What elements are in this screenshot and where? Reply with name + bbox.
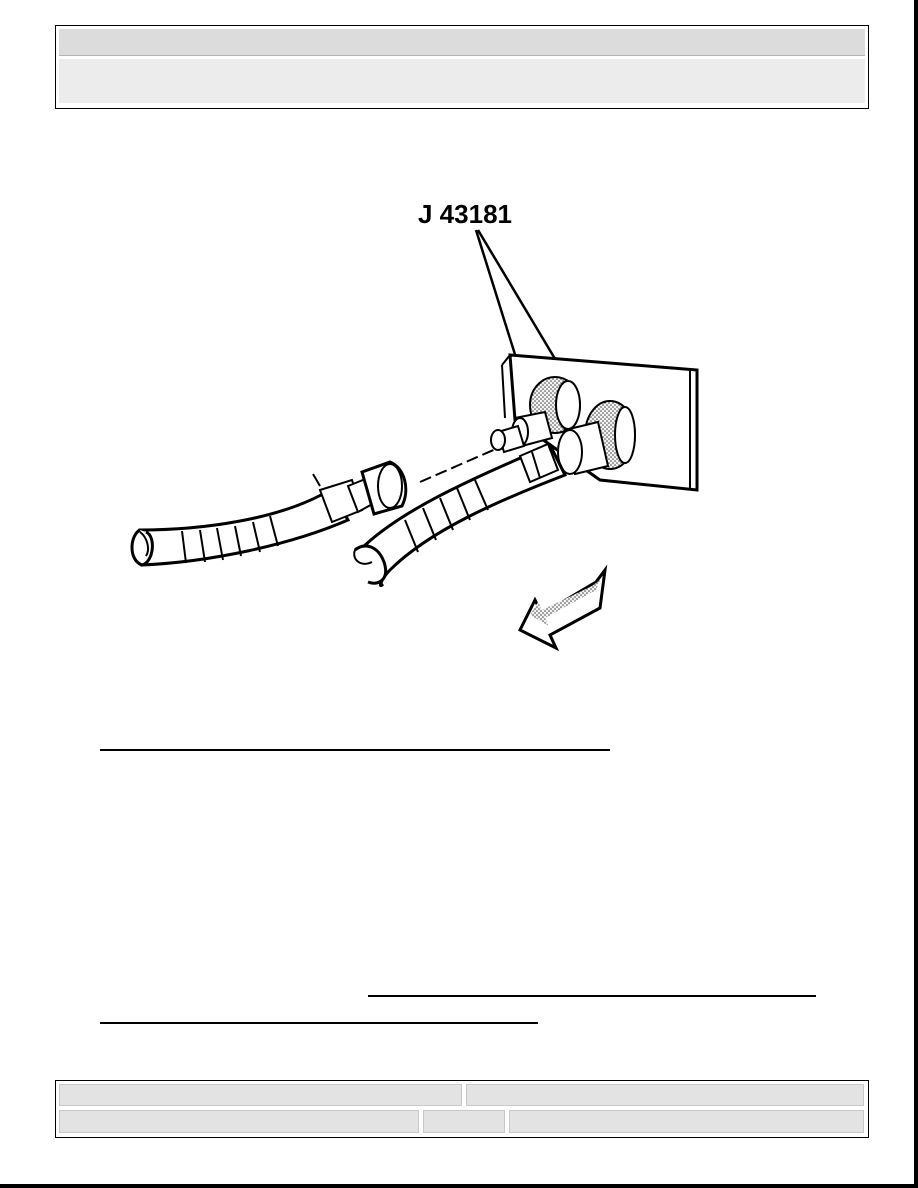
header-title-bar: [59, 29, 865, 56]
hose-connection-illustration: J 43181: [120, 190, 720, 660]
alignment-dashed-line: [419, 447, 499, 483]
rule-line-3: [100, 1022, 538, 1024]
illustration-svg: J 43181: [130, 199, 699, 652]
tool-callout-label: J 43181: [418, 199, 512, 229]
rule-line-1: [100, 749, 610, 751]
footer-cell-bottom-middle: [423, 1110, 505, 1133]
header-subtitle-bar: [59, 59, 865, 103]
page-footer: [55, 1080, 869, 1138]
footer-cell-top-right: [466, 1084, 864, 1106]
rule-line-2: [368, 995, 816, 997]
adapter-fitting-lower: [557, 400, 636, 476]
footer-cell-bottom-left: [59, 1110, 419, 1133]
hose-upper: [130, 460, 408, 567]
footer-cell-top-left: [59, 1084, 462, 1106]
hose-lower: [353, 442, 568, 588]
footer-cell-bottom-right: [509, 1110, 864, 1133]
direction-arrow-icon: [517, 564, 608, 652]
page-header: [55, 25, 869, 109]
